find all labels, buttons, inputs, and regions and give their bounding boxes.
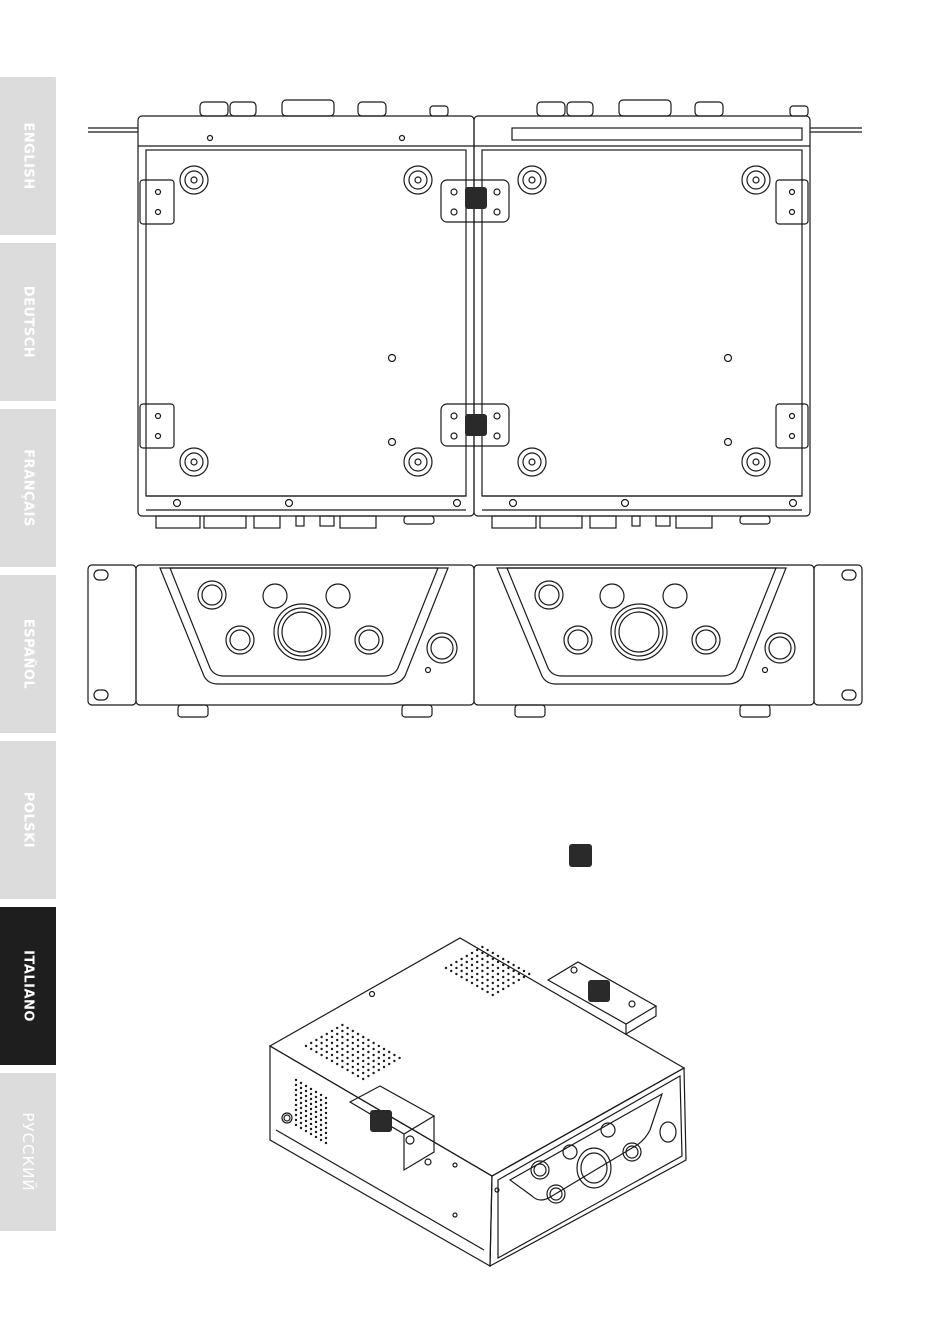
marker-square-lower	[465, 414, 487, 436]
marker-square-top	[465, 187, 487, 209]
vent-grilles	[295, 946, 531, 1144]
marker-square-reference	[569, 844, 592, 867]
top-view-diagram	[88, 100, 862, 528]
isometric-diagram	[270, 938, 686, 1266]
front-view-diagram	[88, 565, 862, 717]
marker-square-side	[370, 1110, 392, 1132]
marker-square-bracket	[588, 980, 610, 1002]
